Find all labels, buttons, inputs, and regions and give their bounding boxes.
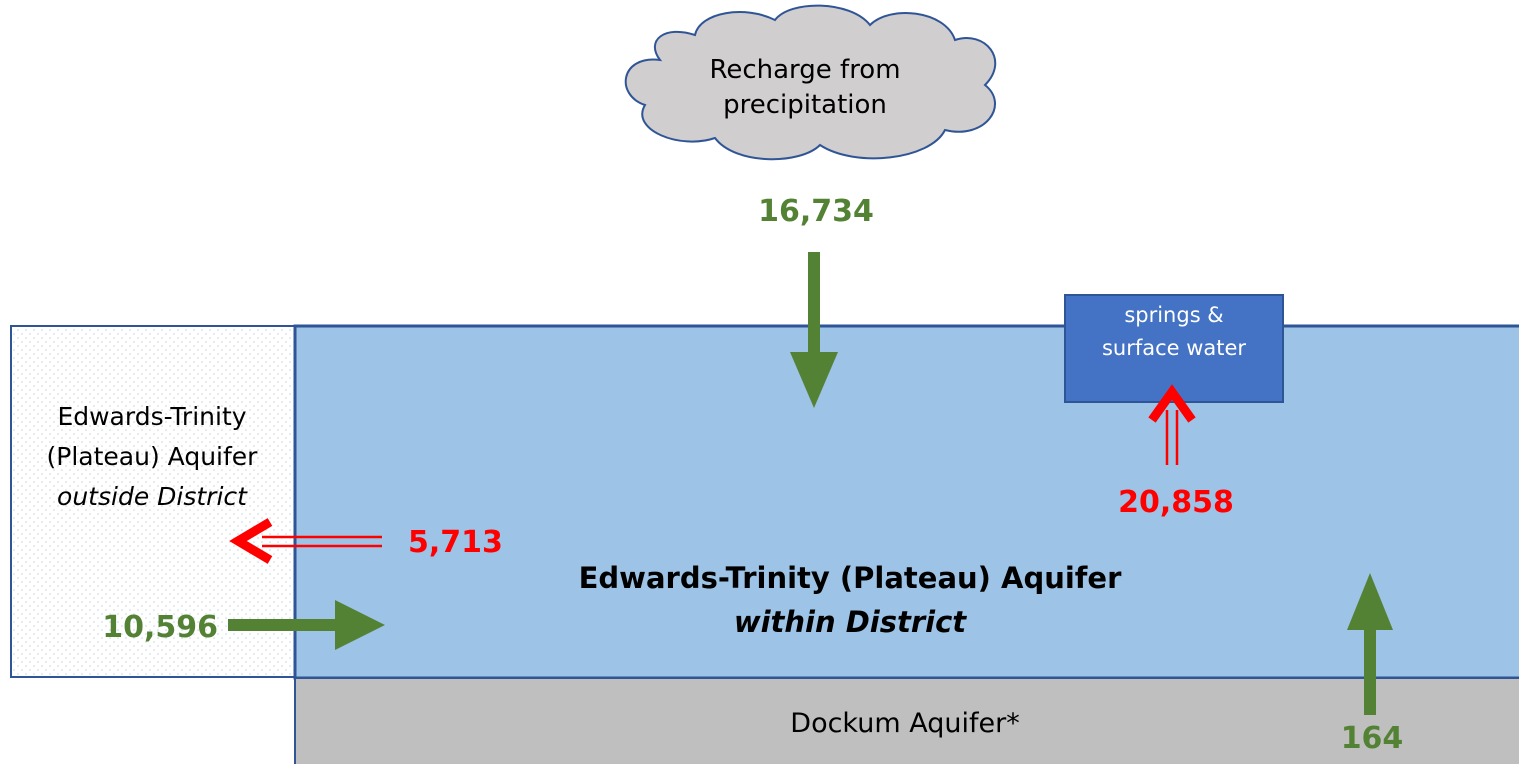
- outside-label-line3: outside District: [57, 482, 248, 511]
- springs-outflow-arrow: [1148, 384, 1196, 465]
- dockum-label: Dockum Aquifer*: [790, 708, 1019, 739]
- springs-label-line1: springs &: [1124, 303, 1223, 327]
- dockum-aquifer-box: [294, 677, 1519, 764]
- cloud-label-line2: precipitation: [723, 90, 887, 120]
- outside-district-box: [10, 325, 296, 678]
- outflow-to-outside-arrow: [229, 518, 382, 564]
- recharge-arrow: [790, 252, 838, 408]
- outside-label-line1: Edwards-Trinity: [57, 402, 246, 431]
- recharge-value: 16,734: [758, 194, 874, 229]
- cloud-shape: [624, 4, 997, 161]
- springs-value: 20,858: [1118, 485, 1234, 520]
- cloud-label-line1: Recharge from: [709, 55, 900, 85]
- aquifer-within-district-box: [293, 324, 1519, 680]
- inflow-from-outside-arrow: [228, 600, 385, 650]
- dockum-inflow-value: 164: [1341, 721, 1404, 756]
- inflow-from-outside-value: 10,596: [102, 610, 218, 645]
- springs-box: [1064, 294, 1284, 403]
- outside-label-line2: (Plateau) Aquifer: [47, 442, 259, 471]
- main-aquifer-label-line1: Edwards-Trinity (Plateau) Aquifer: [579, 561, 1122, 595]
- dockum-inflow-arrow: [1347, 573, 1393, 715]
- springs-label-line2: surface water: [1102, 336, 1246, 360]
- main-aquifer-label-line2: within District: [734, 605, 967, 639]
- outflow-to-outside-value: 5,713: [408, 525, 503, 560]
